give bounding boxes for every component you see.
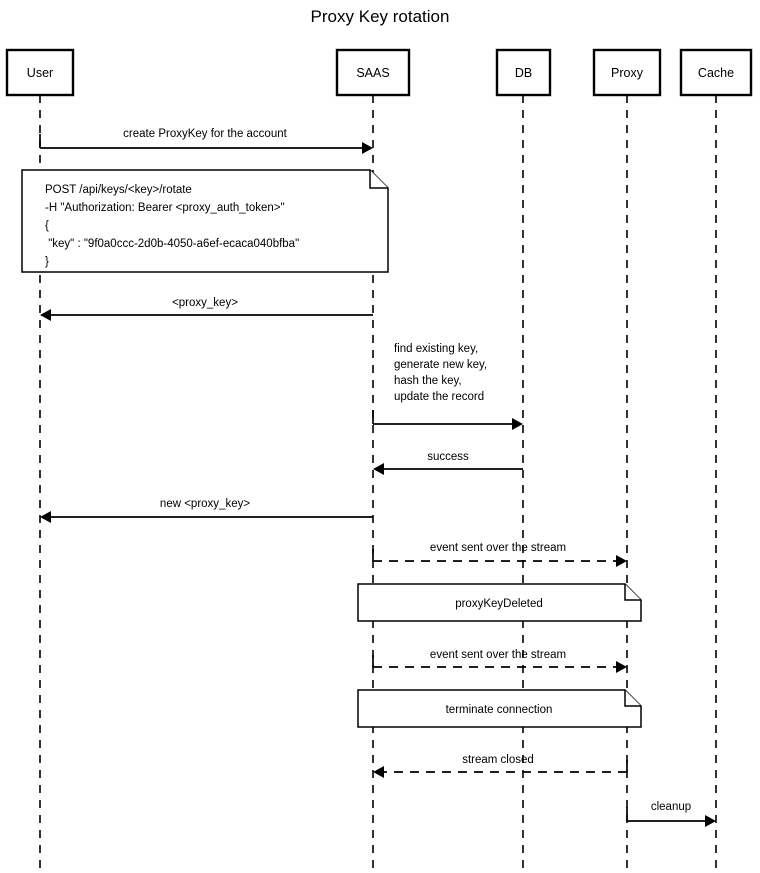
participant-label-user: User [27, 66, 53, 80]
message-label-line: update the record [394, 391, 484, 403]
note-request-note: POST /api/keys/<key>/rotate -H "Authoriza… [21, 169, 389, 273]
note-text-proxy-key-deleted-note: proxyKeyDeleted [455, 598, 543, 610]
message-cleanup[interactable]: cleanup [626, 801, 716, 827]
arrow-head-event-stream-1 [616, 555, 627, 567]
arrow-head-create-proxykey [362, 142, 373, 154]
message-db-success[interactable]: success [373, 451, 523, 475]
note-fold-corner-request-note [369, 170, 388, 189]
message-update-record[interactable]: find existing key, generate new key, hash … [372, 343, 523, 430]
message-label-event-stream-2: event sent over the stream [430, 649, 566, 661]
notes-layer: POST /api/keys/<key>/rotate -H "Authoriza… [21, 169, 642, 728]
participant-cache[interactable]: Cache [679, 48, 753, 97]
arrow-head-db-success [373, 463, 384, 475]
arrow-head-cleanup [705, 815, 716, 827]
note-text-line: -H "Authorization: Bearer <proxy_auth_to… [45, 202, 285, 214]
participant-box-proxy[interactable] [592, 48, 662, 97]
arrow-head-new-proxy-key [40, 511, 51, 523]
participant-proxy[interactable]: Proxy [592, 48, 662, 97]
participant-box-saas[interactable] [335, 48, 411, 97]
diagram-title-group: Proxy Key rotation [311, 7, 450, 26]
participant-box-cache[interactable] [679, 48, 753, 97]
arrow-head-return-proxy-key [40, 309, 51, 321]
messages-layer: create ProxyKey for the account <proxy_ke… [39, 128, 716, 827]
message-label-line: hash the key, [394, 375, 462, 387]
message-new-proxy-key[interactable]: new <proxy_key> [40, 498, 373, 523]
participants-layer: User SAAS DB Proxy Cache [5, 48, 753, 97]
arrow-head-event-stream-2 [616, 661, 627, 673]
note-fold-corner-proxy-key-deleted-note [624, 584, 641, 601]
message-label-update-record: find existing key, generate new key, hash … [394, 343, 487, 403]
participant-box-db[interactable] [495, 48, 552, 97]
participant-db[interactable]: DB [495, 48, 552, 97]
note-body-terminate-connection-note [357, 689, 642, 728]
note-text-line: { [45, 220, 49, 232]
note-terminate-connection-note: terminate connection [357, 689, 642, 728]
participant-label-cache: Cache [698, 66, 734, 80]
participant-user[interactable]: User [5, 48, 75, 97]
note-text-line: } [45, 256, 49, 268]
lifelines-layer [39, 95, 717, 873]
message-create-proxykey[interactable]: create ProxyKey for the account [39, 128, 373, 154]
participant-saas[interactable]: SAAS [335, 48, 411, 97]
message-label-cleanup: cleanup [651, 801, 691, 813]
note-proxy-key-deleted-note: proxyKeyDeleted [357, 583, 642, 622]
note-text-line: terminate connection [446, 704, 553, 716]
note-body-proxy-key-deleted-note [357, 583, 642, 622]
message-label-new-proxy-key: new <proxy_key> [160, 498, 250, 510]
message-event-stream-1[interactable]: event sent over the stream [372, 542, 627, 567]
note-text-line: "key" : "9f0a0ccc-2d0b-4050-a6ef-ecaca04… [45, 238, 299, 250]
arrow-head-update-record [512, 418, 523, 430]
note-text-line: POST /api/keys/<key>/rotate [45, 184, 192, 196]
note-fold-corner-terminate-connection-note [624, 690, 641, 707]
message-label-line: find existing key, [394, 343, 478, 355]
note-text-line: proxyKeyDeleted [455, 598, 543, 610]
message-label-stream-closed: stream closed [462, 754, 534, 766]
note-text-request-note: POST /api/keys/<key>/rotate -H "Authoriza… [45, 184, 299, 268]
note-text-terminate-connection-note: terminate connection [446, 704, 553, 716]
participant-label-proxy: Proxy [611, 66, 644, 80]
page-title: Proxy Key rotation [311, 7, 450, 26]
message-label-return-proxy-key: <proxy_key> [172, 297, 238, 309]
participant-box-user[interactable] [5, 48, 75, 97]
arrow-head-stream-closed [373, 766, 384, 778]
message-label-db-success: success [427, 451, 469, 463]
note-body-request-note [21, 169, 389, 273]
message-stream-closed[interactable]: stream closed [373, 754, 628, 778]
participant-label-saas: SAAS [356, 66, 389, 80]
message-label-create-proxykey: create ProxyKey for the account [123, 128, 287, 140]
message-return-proxy-key[interactable]: <proxy_key> [40, 297, 373, 321]
message-event-stream-2[interactable]: event sent over the stream [372, 649, 627, 673]
participant-label-db: DB [515, 66, 532, 80]
message-label-line: generate new key, [394, 359, 487, 371]
message-label-event-stream-1: event sent over the stream [430, 542, 566, 554]
